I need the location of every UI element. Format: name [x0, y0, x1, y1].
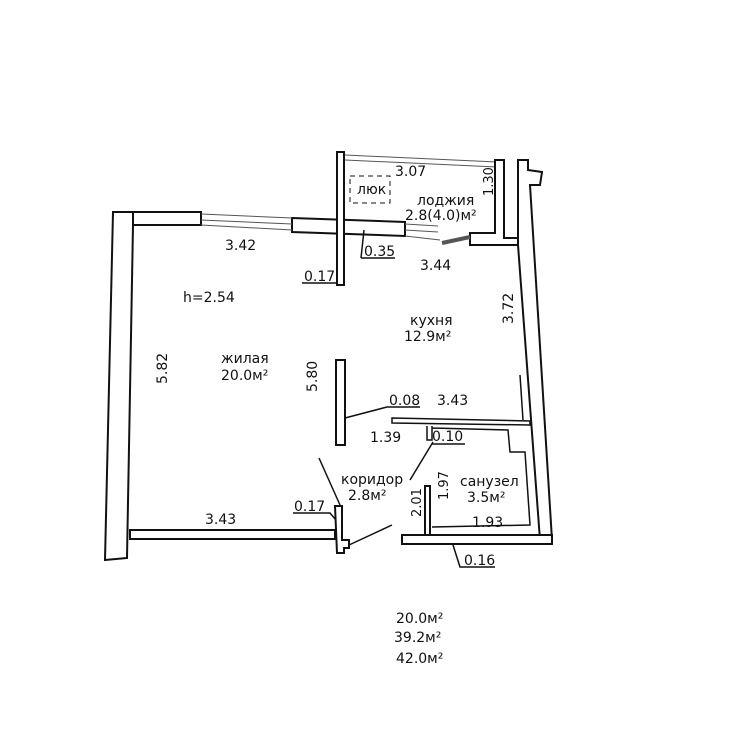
kitchen-name: кухня — [410, 313, 453, 329]
dim-living-inner: 5.80 — [305, 361, 321, 392]
loggia-glazing — [344, 154, 498, 168]
loggia-name: лоджия — [417, 193, 474, 209]
dim-loggia-width: 3.07 — [395, 164, 426, 180]
living-window — [200, 213, 293, 231]
living-bottom-wall — [129, 529, 336, 540]
bathroom-walls — [426, 374, 531, 528]
top-wall-left — [132, 211, 202, 226]
loggia-partition — [336, 151, 345, 286]
ceiling-height: h=2.54 — [183, 290, 235, 306]
dim-partition-017-bottom: 0.17 — [294, 499, 325, 515]
dim-partition-017-top: 0.17 — [304, 269, 335, 285]
dim-bath-side-a: 1.97 — [437, 471, 452, 500]
living-name: жилая — [221, 351, 269, 367]
kitchen-area: 12.9м² — [404, 329, 451, 345]
dim-bath-width: 1.93 — [472, 515, 503, 531]
corridor-name: коридор — [341, 472, 403, 488]
dim-corridor-len: 1.39 — [370, 430, 401, 446]
bath-left-wall — [424, 485, 431, 537]
dim-loggia-depth: 1.30 — [482, 167, 497, 196]
dim-wall-010: 0.10 — [432, 429, 463, 445]
bathroom-name: санузел — [460, 474, 519, 490]
dim-kitchen-top: 3.44 — [420, 258, 451, 274]
hatch-label: люк — [357, 182, 386, 198]
entrance-post — [333, 505, 350, 554]
kitchen-window — [404, 223, 441, 241]
total-area-with-loggia: 42.0м² — [396, 651, 443, 667]
dim-kitchen-side: 3.72 — [501, 293, 517, 324]
dim-wall-016: 0.16 — [464, 553, 495, 569]
middle-partition — [335, 359, 346, 446]
top-wall-middle — [291, 216, 406, 238]
living-area: 20.0м² — [221, 368, 268, 384]
dim-living-top: 3.42 — [225, 238, 256, 254]
leader-lines — [293, 229, 495, 568]
total-living-area: 20.0м² — [396, 611, 443, 627]
dim-partition-008: 0.08 — [389, 393, 420, 409]
loggia-area: 2.8(4.0)м² — [405, 208, 477, 224]
bathroom-top-wall — [391, 417, 531, 426]
corridor-area: 2.8м² — [348, 488, 386, 504]
dim-wall-035: 0.35 — [364, 244, 395, 260]
door-swing — [318, 457, 393, 546]
dim-living-side: 5.82 — [155, 353, 171, 384]
bathroom-area: 3.5м² — [467, 490, 505, 506]
bathroom-bottom-wall — [401, 534, 553, 545]
dim-living-bottom: 3.43 — [205, 512, 236, 528]
hatch-outline — [349, 175, 391, 204]
total-area: 39.2м² — [394, 630, 441, 646]
left-outer-wall — [103, 211, 157, 562]
balcony-door — [441, 235, 471, 245]
dim-bath-side-b: 2.01 — [410, 488, 425, 517]
right-outer-wall — [517, 159, 554, 541]
dim-kitchen-bottom: 3.43 — [437, 393, 468, 409]
